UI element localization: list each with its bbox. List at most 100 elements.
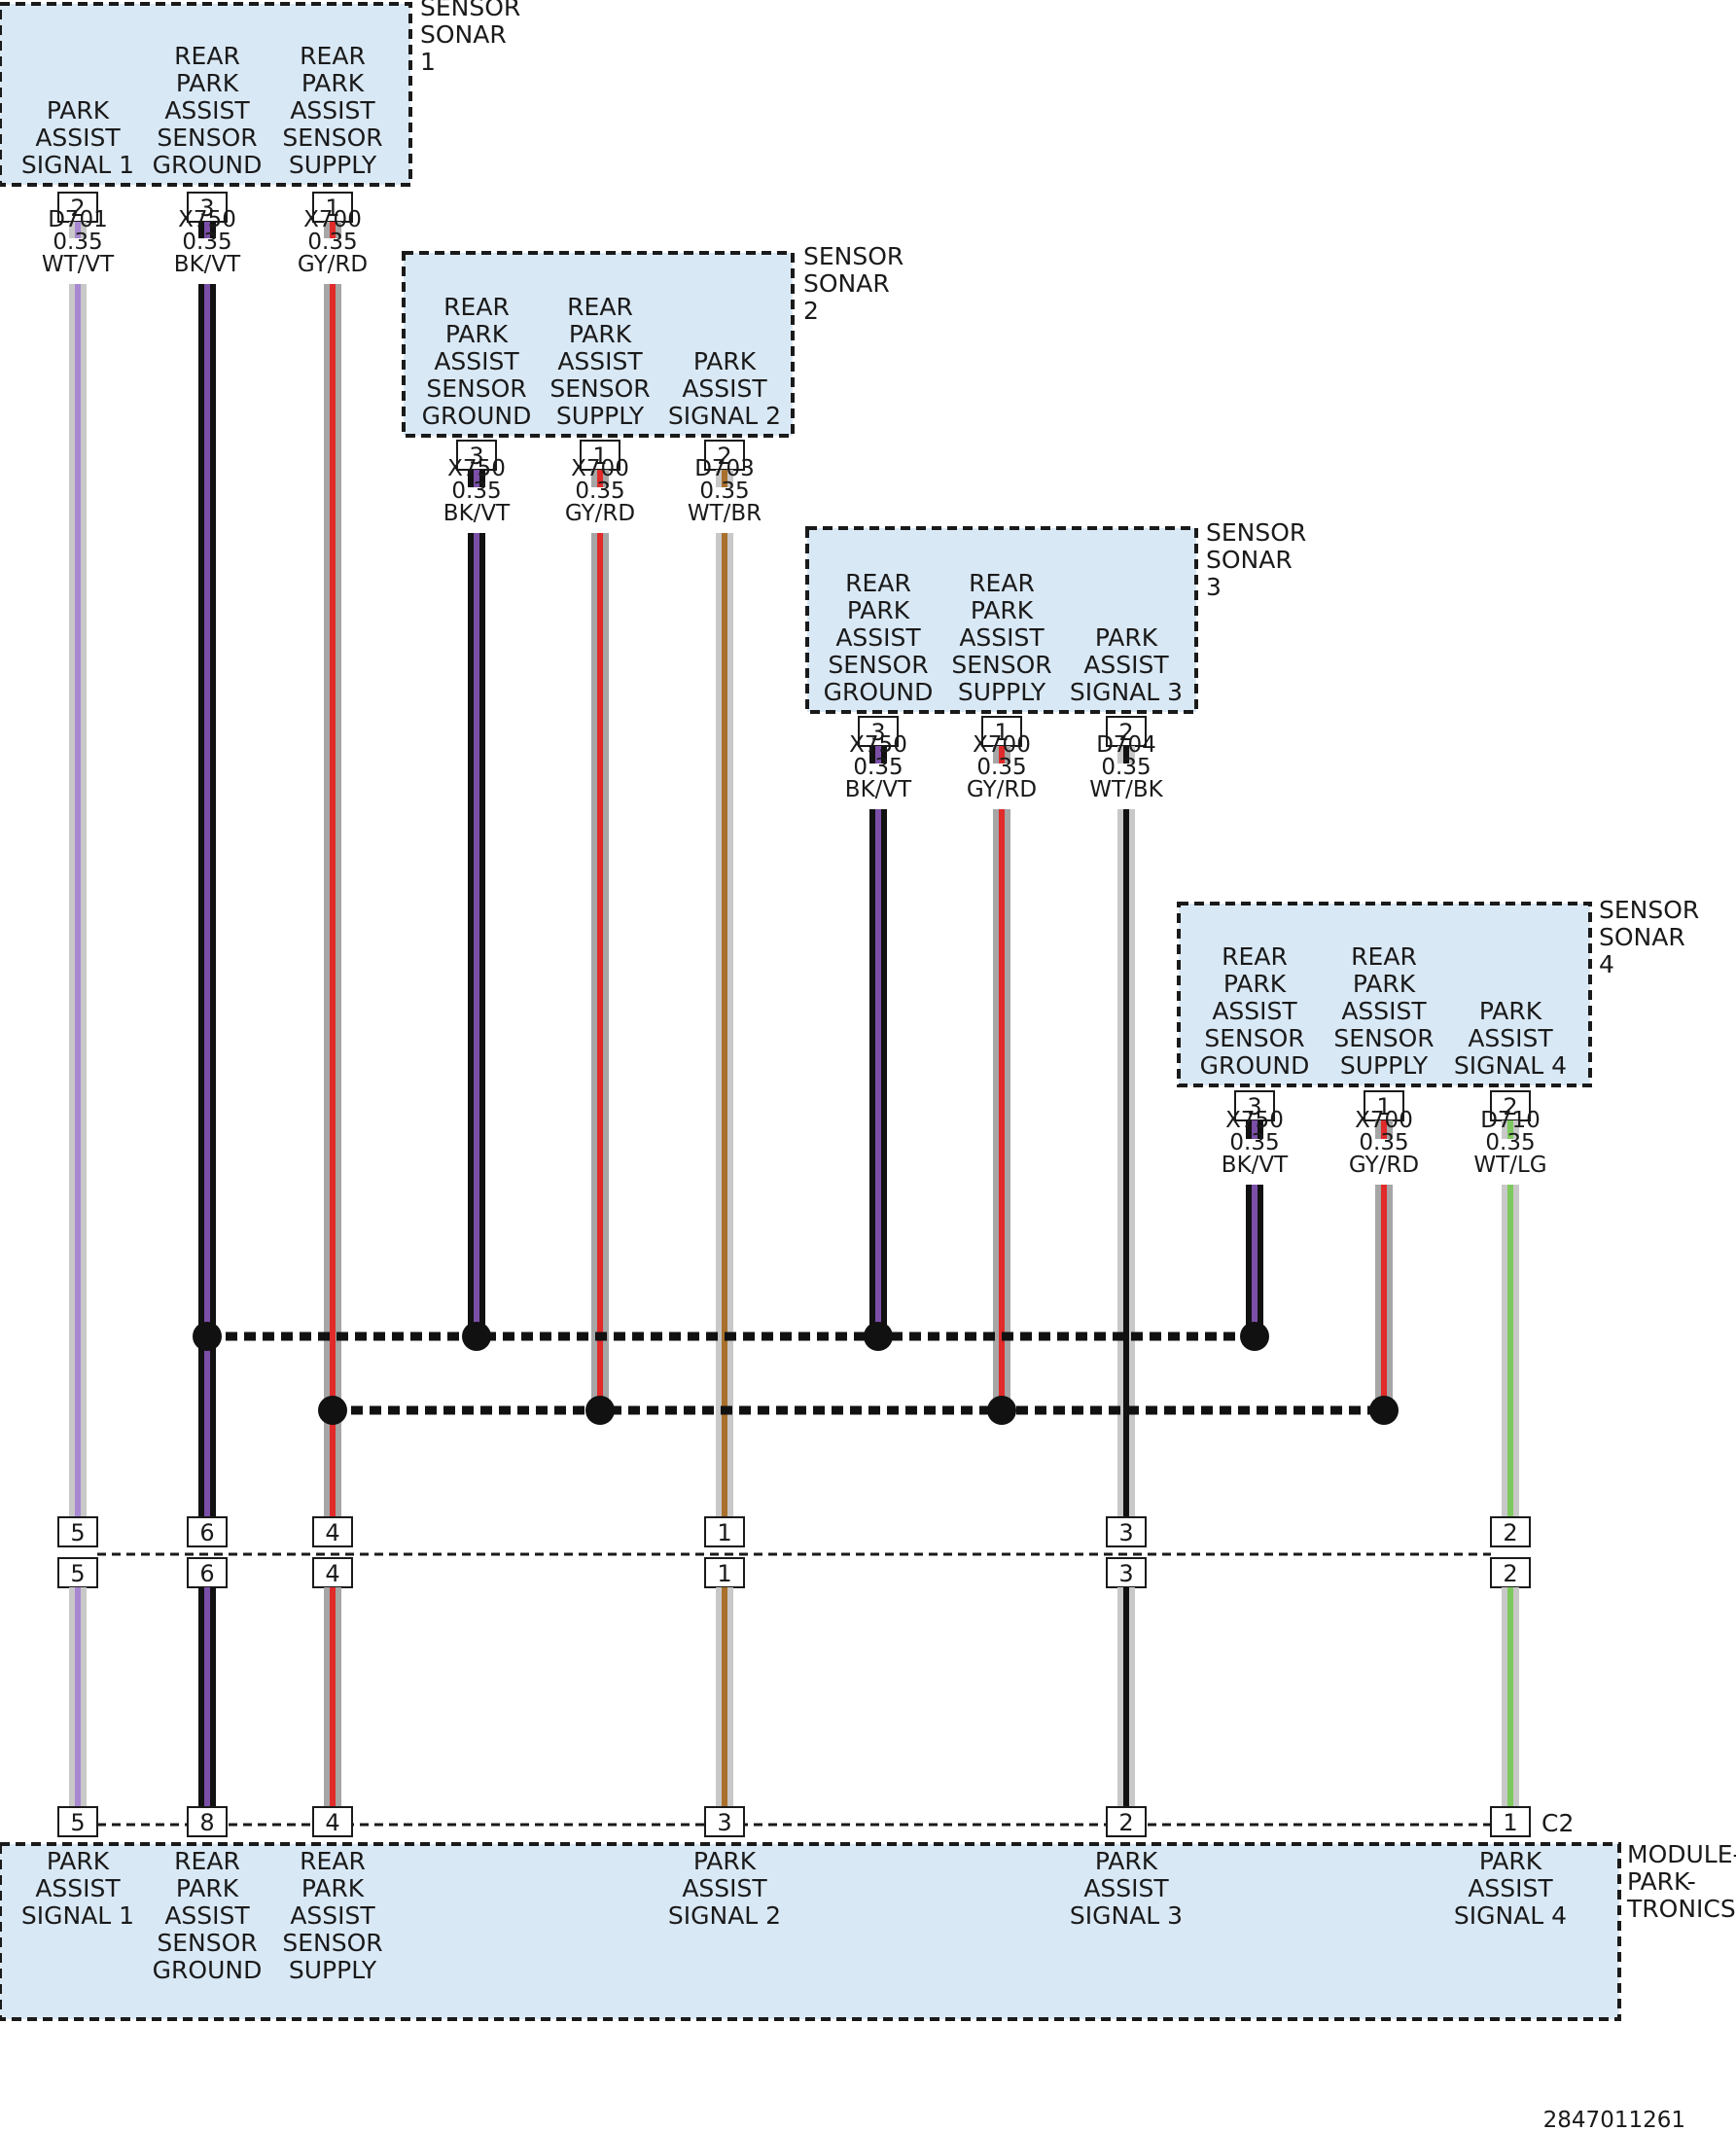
sensor-sonar-1-pin-number-box [187, 192, 228, 223]
wire-code: 0.35 [853, 755, 903, 780]
sensor-sonar-4-pin-label: GROUND [1200, 1051, 1310, 1080]
wire-code: 0.35 [182, 230, 231, 255]
wire-code: BK/VT [443, 501, 511, 526]
module-pin-number-box [187, 1806, 228, 1837]
module-pin-label: SIGNAL 4 [1454, 1901, 1567, 1930]
inline-connector-upper-pin: 6 [199, 1519, 214, 1546]
module-pin-label: SIGNAL 2 [668, 1901, 781, 1930]
sensor-sonar-3-pin-number: 2 [1118, 719, 1133, 746]
inline-connector-lower-pin-box [1490, 1557, 1531, 1588]
sensor-sonar-4-pin-label: SUPPLY [1340, 1051, 1429, 1080]
sensor-sonar-3-name: SENSOR [1206, 518, 1306, 547]
module-pin-label: ASSIST [164, 1901, 250, 1930]
sensor-sonar-3-pin-label: SUPPLY [958, 678, 1046, 706]
sensor-sonar-4-pin-label: ASSIST [1468, 1024, 1553, 1052]
inline-connector-lower-pin: 4 [325, 1560, 339, 1587]
supply-splice-junction [318, 1396, 347, 1425]
inline-connector-lower-pin-box [187, 1557, 228, 1588]
sensor-sonar-1-pin-label: PARK [301, 69, 365, 97]
wire-code: 0.35 [1101, 755, 1151, 780]
sensor-sonar-4-pin-label: ASSIST [1212, 997, 1297, 1025]
wire-code: X700 [571, 456, 629, 481]
ground-splice-junction [462, 1322, 491, 1351]
module-pin-label: PARK [1095, 1847, 1158, 1875]
sensor-sonar-1-pin-label: SENSOR [157, 124, 257, 152]
module-name: MODULE- [1627, 1840, 1736, 1868]
wire-code: BK/VT [1222, 1153, 1289, 1178]
sensor-sonar-3-pin-label: PARK [971, 596, 1034, 624]
sensor-sonar-2-pin-label: SENSOR [426, 374, 526, 403]
ground-splice-junction [193, 1322, 222, 1351]
inline-connector-upper-pin: 4 [325, 1519, 339, 1546]
sensor-sonar-2-name: SONAR [803, 269, 890, 298]
wire-code: D703 [694, 456, 755, 481]
wire-code: 0.35 [1359, 1130, 1408, 1155]
wire-code: 0.35 [699, 479, 749, 504]
module-pin-label: REAR [300, 1847, 366, 1875]
module-pin-label: ASSIST [290, 1901, 375, 1930]
wire-code: GY/RD [1349, 1153, 1419, 1178]
sensor-sonar-4-box [1177, 902, 1592, 1087]
module-pin-number: 3 [717, 1809, 731, 1836]
module-pin-number-box [57, 1806, 98, 1837]
sensor-sonar-1-pin-label: SIGNAL 1 [21, 151, 134, 179]
sensor-sonar-3-pin-label: PARK [1095, 623, 1158, 652]
wire-code: X750 [447, 456, 506, 481]
sensor-sonar-3-box [805, 526, 1198, 714]
sensor-sonar-4-pin-number: 2 [1503, 1093, 1517, 1120]
sensor-sonar-4-pin-number: 1 [1376, 1093, 1391, 1120]
inline-connector-lower-pin: 2 [1503, 1560, 1517, 1587]
inline-connector-lower-pin-box [1106, 1557, 1147, 1588]
sensor-sonar-1-pin-label: PARK [47, 96, 110, 124]
sensor-sonar-1-pin-number: 2 [70, 195, 85, 222]
sensor-sonar-3-pin-label: GROUND [824, 678, 934, 706]
sensor-sonar-1-pin-label: REAR [300, 42, 366, 70]
sensor-sonar-3-pin-label: ASSIST [959, 623, 1045, 652]
sensor-sonar-2-pin-label: GROUND [422, 402, 532, 430]
inline-connector-upper-pin-box [312, 1516, 353, 1547]
module-pin-number-box [704, 1806, 745, 1837]
sensor-sonar-1-pin-label: SUPPLY [289, 151, 377, 179]
inline-connector-lower-pin-box [312, 1557, 353, 1588]
module-pin-number: 8 [199, 1809, 214, 1836]
wire-code: X700 [303, 207, 362, 232]
sensor-sonar-3-pin-label: REAR [845, 569, 911, 597]
inline-connector-lower-pin-box [704, 1557, 745, 1588]
wire-code: 0.35 [451, 479, 501, 504]
module-pin-label: REAR [174, 1847, 240, 1875]
sensor-sonar-2-pin-label: REAR [567, 293, 633, 321]
module-pin-label: PARK [1479, 1847, 1542, 1875]
sensor-sonar-3-pin-label: SIGNAL 3 [1070, 678, 1183, 706]
sensor-sonar-1-name: SENSOR [420, 0, 520, 21]
wire-code: X750 [849, 732, 907, 758]
module-name: TRONICS [1626, 1895, 1736, 1923]
wire-code: BK/VT [845, 777, 912, 802]
wire-code: 0.35 [307, 230, 357, 255]
sensor-sonar-4-pin-label: ASSIST [1341, 997, 1427, 1025]
inline-connector-lower-pin: 1 [717, 1560, 731, 1587]
sensor-sonar-3-name: 3 [1206, 573, 1222, 601]
wire-code: WT/BR [688, 501, 762, 526]
wire-code: GY/RD [967, 777, 1037, 802]
sensor-sonar-3-pin-label: SENSOR [828, 651, 928, 679]
inline-connector-upper-pin-box [57, 1516, 98, 1547]
ground-splice-junction [864, 1322, 893, 1351]
figure-code: 2847011261 [1543, 2108, 1685, 2131]
module-pin-label: PARK [47, 1847, 110, 1875]
wire-code: D704 [1096, 732, 1156, 758]
inline-connector-lower-pin-box [57, 1557, 98, 1588]
module-pin-label: SIGNAL 1 [21, 1901, 134, 1930]
sensor-sonar-3-name: SONAR [1206, 546, 1293, 574]
wire-code: 0.35 [976, 755, 1026, 780]
sensor-sonar-3-pin-number-box [1106, 716, 1147, 747]
sensor-sonar-3-pin-number: 1 [994, 719, 1009, 746]
wire-code: X700 [973, 732, 1031, 758]
sensor-sonar-2-pin-label: ASSIST [682, 374, 767, 403]
wire-code: 0.35 [53, 230, 102, 255]
sensor-sonar-4-pin-label: SENSOR [1333, 1024, 1434, 1052]
sensor-sonar-2-pin-number-box [456, 440, 497, 471]
module-connector-id: C2 [1541, 1809, 1574, 1837]
sensor-sonar-1-pin-number: 3 [199, 195, 214, 222]
wire-code: WT/LG [1473, 1153, 1546, 1178]
sensor-sonar-1-pin-label: ASSIST [290, 96, 375, 124]
